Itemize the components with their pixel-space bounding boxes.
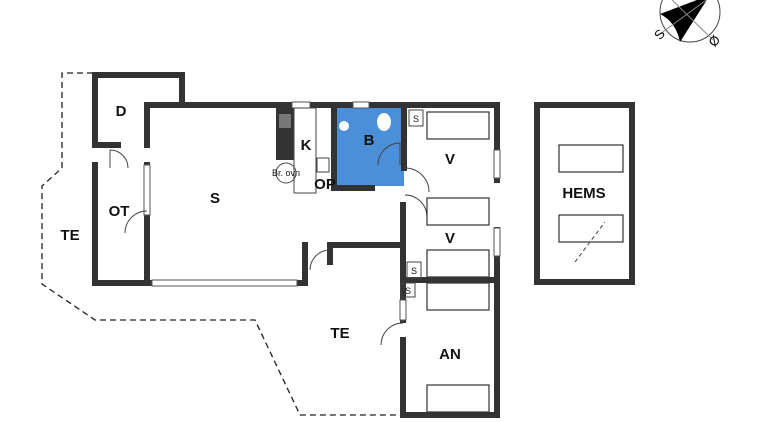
closet-label: S (413, 114, 419, 124)
washbasin-icon (339, 121, 349, 131)
compass-icon: S Ø (651, 0, 723, 50)
room-label-te1: TE (60, 227, 79, 244)
closet-label: S (405, 286, 411, 296)
sink-icon (316, 157, 330, 173)
walls (92, 72, 635, 418)
closet (406, 261, 422, 279)
closet (400, 282, 416, 298)
beds (426, 111, 624, 413)
room-label-te2: TE (330, 325, 349, 342)
room-label-s: S (210, 190, 220, 207)
room-label-op: OP (314, 176, 336, 193)
closet (408, 109, 424, 127)
room-label-k: K (301, 137, 312, 154)
room-label-hems: HEMS (562, 185, 605, 202)
room-label-ot: OT (109, 203, 130, 220)
oven-label: Br. ovn (272, 168, 300, 178)
bathroom-area (336, 108, 404, 186)
kitchen-worktop (293, 107, 317, 194)
terrace-outline (41, 72, 400, 416)
room-label-d: D (116, 103, 127, 120)
room-label-v2: V (445, 230, 455, 247)
room-label-b: B (364, 132, 375, 149)
closet-label: S (411, 266, 417, 276)
stove-icon (279, 114, 291, 128)
compass-south: S (651, 26, 668, 43)
room-label-an: AN (439, 346, 461, 363)
toilet-icon (377, 113, 391, 131)
oven-icon (275, 162, 297, 184)
room-label-v1: V (445, 151, 455, 168)
windows (143, 101, 501, 321)
